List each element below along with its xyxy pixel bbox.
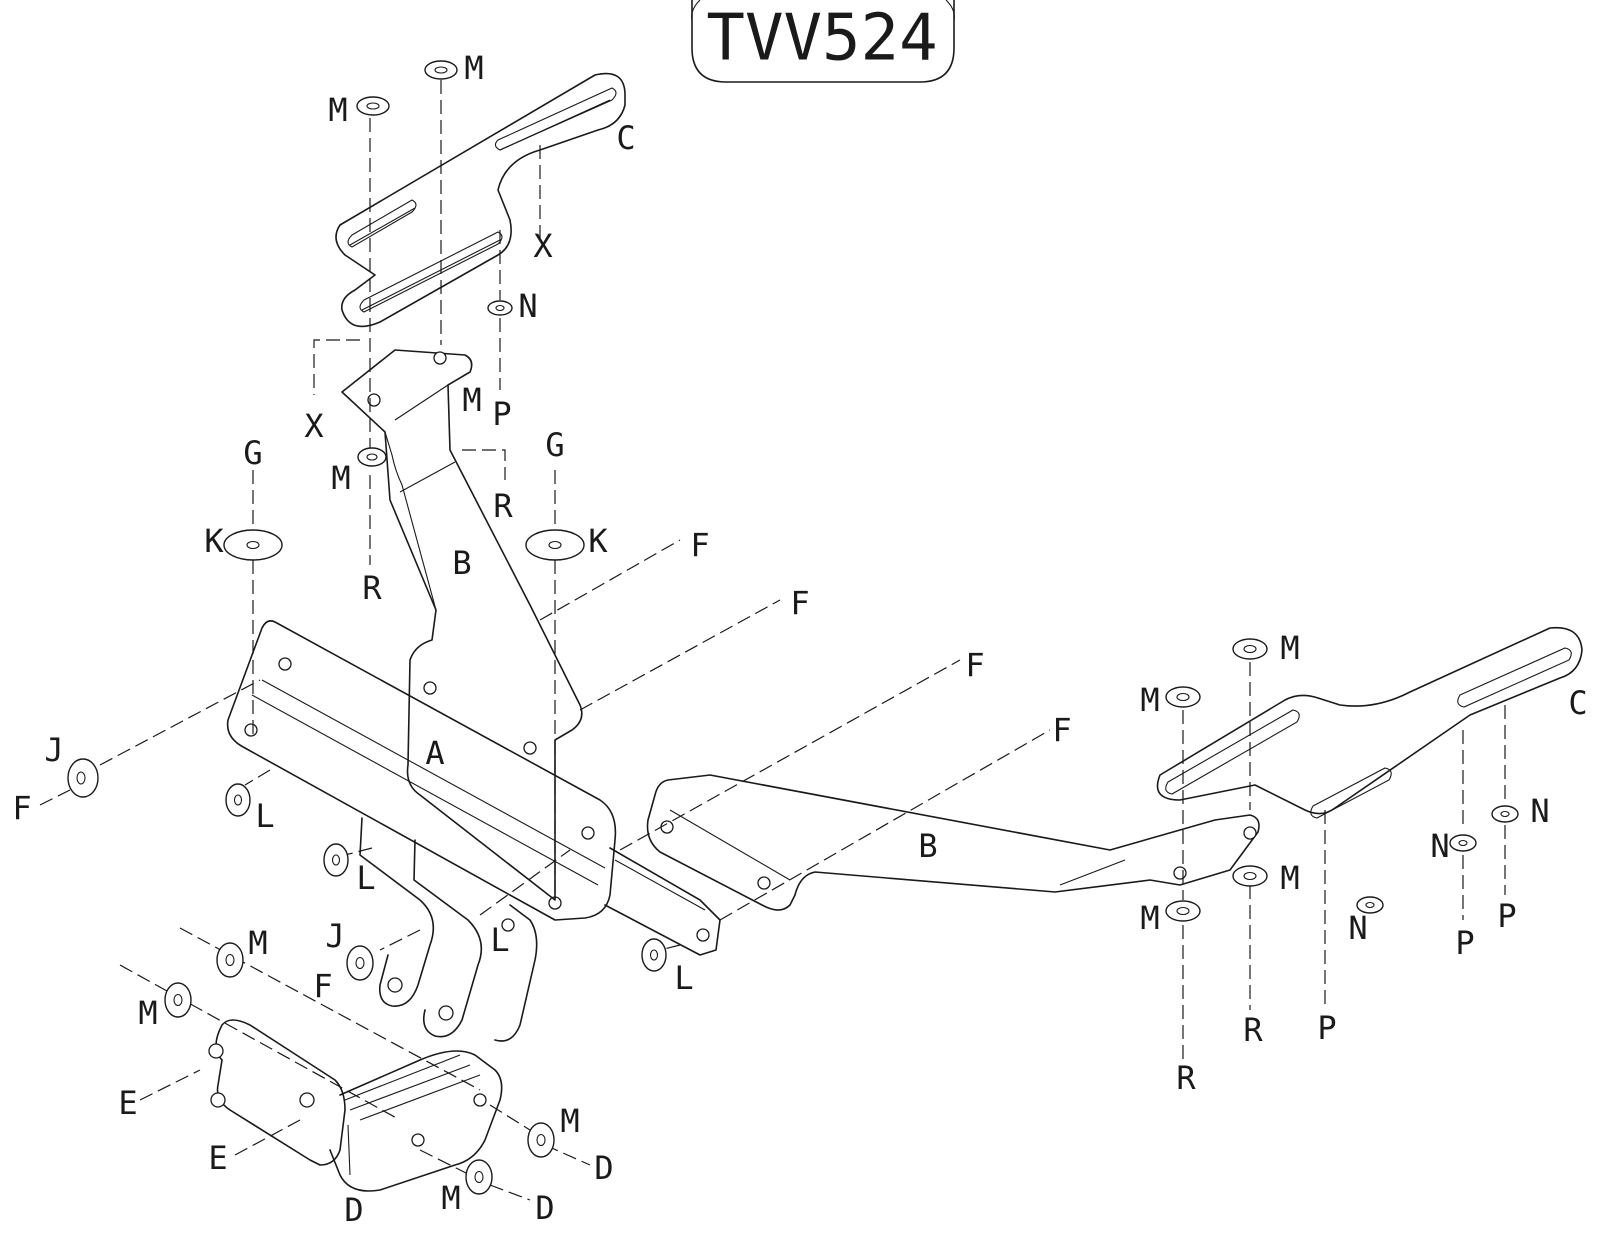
washer-k-1 (223, 529, 283, 561)
label-h: G (243, 434, 262, 472)
label-c: C (1568, 684, 1587, 722)
label-k: K (588, 522, 608, 560)
washer-m-5 (164, 982, 192, 1018)
model-title-badge: TVV524 (691, 0, 955, 83)
label-x: X (304, 407, 323, 445)
label-f: D (594, 1149, 613, 1187)
label-r: R (1176, 1059, 1196, 1097)
washer-m-6 (527, 1122, 555, 1158)
label-m: M (1280, 859, 1299, 897)
washer-j-2 (346, 945, 374, 981)
label-m: M (328, 91, 347, 129)
label-e: E (208, 1139, 227, 1177)
label-c: C (616, 119, 635, 157)
label-n: N (518, 287, 537, 325)
label-g: F (313, 967, 332, 1005)
label-m: M (248, 924, 267, 962)
label-m: M (1280, 629, 1299, 667)
washer-k-2 (525, 529, 585, 561)
label-g: F (12, 789, 31, 827)
model-title: TVV524 (706, 2, 937, 76)
label-e: E (118, 1084, 137, 1122)
label-k: K (204, 522, 224, 560)
washer-n-3 (1449, 834, 1477, 852)
label-m: M (464, 49, 483, 87)
part-c-right-plate (1156, 626, 1583, 819)
label-j: J (325, 917, 344, 955)
washer-m-4 (216, 942, 244, 978)
washer-m-11 (1165, 900, 1201, 922)
label-p: P (1455, 924, 1474, 962)
label-m: M (462, 381, 481, 419)
label-m: M (138, 994, 157, 1032)
part-a-crossbar (226, 620, 721, 1042)
washer-m-10 (1232, 865, 1268, 887)
washer-j-1 (67, 758, 99, 798)
washer-n-2 (1491, 805, 1519, 823)
label-l: L (490, 921, 509, 959)
label-n: N (1430, 827, 1449, 865)
washer-n-1 (487, 300, 513, 316)
washer-l-3 (641, 938, 667, 972)
part-b-right-bracket (646, 774, 1260, 911)
label-p: P (492, 395, 511, 433)
label-j: J (44, 731, 63, 769)
label-b: B (918, 827, 937, 865)
label-m: M (560, 1102, 579, 1140)
washer-m-3 (357, 447, 387, 467)
label-a: A (425, 734, 444, 772)
label-r: R (362, 569, 382, 607)
label-g: F (790, 584, 809, 622)
label-n: N (1530, 792, 1549, 830)
label-l: L (674, 959, 693, 997)
washer-m-1 (424, 60, 458, 80)
label-l: L (255, 797, 274, 835)
washer-m-7 (465, 1159, 493, 1195)
label-x: X (533, 227, 552, 265)
label-p: P (1497, 897, 1516, 935)
washer-m-9 (1165, 686, 1201, 708)
label-g: F (1052, 711, 1071, 749)
label-d: D (344, 1191, 363, 1229)
washer-m-8 (1232, 638, 1268, 660)
washer-n-4 (1356, 896, 1384, 914)
label-r: R (1243, 1011, 1263, 1049)
label-m: M (331, 459, 350, 497)
label-m: M (1140, 681, 1159, 719)
hardware-washers (67, 60, 1519, 1195)
label-r: R (493, 487, 513, 525)
label-b: B (452, 544, 471, 582)
washer-m-2 (356, 96, 390, 116)
label-m: M (441, 1179, 460, 1217)
label-h: G (545, 426, 564, 464)
label-g: F (690, 526, 709, 564)
label-m: M (1140, 899, 1159, 937)
label-g: F (965, 646, 984, 684)
label-f: D (535, 1189, 554, 1227)
label-l: L (356, 859, 375, 897)
part-labels: M M C X N M P X G G M R K K F B R F M F … (12, 49, 1587, 1229)
washer-l-1 (225, 783, 251, 817)
part-d-e-lower-bracket (208, 1019, 503, 1192)
label-p: P (1317, 1009, 1336, 1047)
part-c-left-plate (335, 72, 626, 328)
washer-l-2 (323, 843, 349, 877)
label-n: N (1348, 909, 1367, 947)
